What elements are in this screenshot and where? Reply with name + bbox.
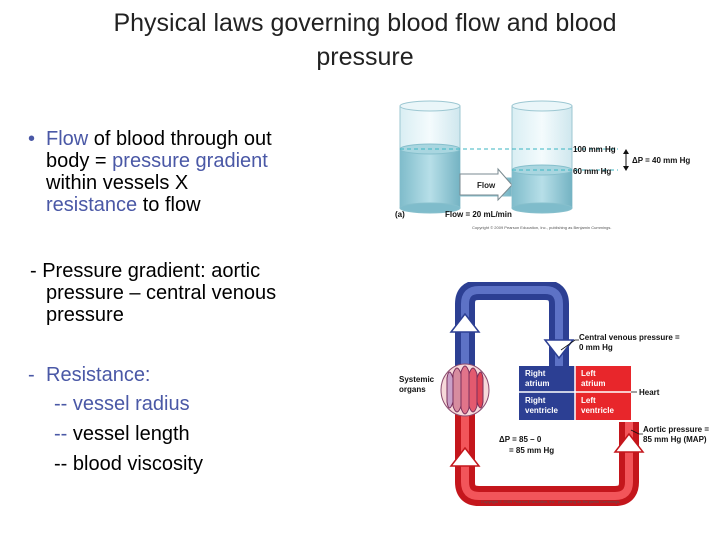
resistance-dash: - — [28, 364, 35, 386]
left-cylinder — [399, 100, 461, 214]
resistance-item-viscosity: -- blood viscosity — [54, 453, 203, 475]
figure-a-copyright: Copyright © 2009 Pearson Education, Inc.… — [472, 225, 611, 230]
left-atrium-label-2: atrium — [581, 379, 605, 388]
flow-arrow-label: Flow — [477, 181, 496, 190]
central-venous-label-1: Central venous pressure = — [579, 333, 680, 342]
figure-b-circulation: Right atrium Right ventricle Left atrium… — [399, 282, 709, 506]
page-title: Physical laws governing blood flow and b… — [40, 6, 690, 74]
left-ventricle — [575, 392, 631, 420]
delta-p-85-label-2: = 85 mm Hg — [509, 446, 554, 455]
heart-chambers: Right atrium Right ventricle Left atrium… — [519, 366, 631, 420]
bullet-dot-icon: • — [28, 128, 36, 150]
delta-arrow-icon — [623, 149, 629, 171]
left-ventricle-label-2: ventricle — [581, 406, 614, 415]
right-atrium-label-2: atrium — [525, 379, 549, 388]
resistance-item-length: -- vessel length — [54, 423, 190, 445]
right-ventricle — [519, 392, 575, 420]
systemic-label-1: Systemic — [399, 375, 435, 384]
arterial-arrow-up-right-icon — [613, 432, 645, 453]
central-venous-label-2: 0 mm Hg — [579, 343, 613, 352]
pg-line-2: pressure – central venous — [46, 282, 277, 304]
right-ventricle-label-2: ventricle — [525, 406, 558, 415]
arterial-arrow-up-icon — [449, 446, 481, 467]
right-atrium — [519, 366, 575, 392]
right-cylinder — [511, 100, 573, 214]
title-line-1: Physical laws governing blood flow and b… — [113, 9, 617, 37]
figure-a-cylinders: Flow 100 mm Hg 60 mm Hg ΔP = 40 mm Hg (a… — [395, 100, 690, 230]
pg-line-3: pressure — [46, 304, 124, 326]
aortic-label-1: Aortic pressure = — [643, 425, 709, 434]
venous-arrow-up-icon — [449, 312, 481, 333]
figure-b-copyright: Copyright © 2009 Pearson Education, Inc.… — [481, 499, 620, 504]
title-line-2: pressure — [316, 43, 414, 71]
text-within: within vessels X — [46, 172, 189, 194]
flow-rate-label: Flow = 20 mL/min — [445, 210, 512, 219]
text-of-blood: of blood through out — [93, 128, 272, 150]
word-flow: Flow — [46, 128, 89, 150]
resistance-item-radius: -- vessel radius — [54, 393, 190, 415]
systemic-organs-capillaries-icon — [440, 363, 490, 417]
delta-p-85-label-1: ΔP = 85 – 0 — [499, 435, 542, 444]
delta-p-label: ΔP = 40 mm Hg — [632, 156, 690, 165]
left-ventricle-label-1: Left — [581, 396, 596, 405]
right-atrium-label-1: Right — [525, 369, 546, 378]
hg-100-label: 100 mm Hg — [573, 145, 616, 154]
text-to-flow: to flow — [142, 194, 201, 216]
hg-60-label: 60 mm Hg — [573, 167, 611, 176]
flow-arrow: Flow — [459, 167, 513, 202]
right-ventricle-label-1: Right — [525, 396, 546, 405]
left-atrium-label-1: Left — [581, 369, 596, 378]
figure-a-label: (a) — [395, 210, 405, 219]
bullet-flow-text: Flow of blood through out body = pressur… — [46, 128, 356, 216]
leader-aortic — [630, 429, 643, 435]
venous-vessel — [449, 282, 575, 368]
word-resistance: resistance — [46, 194, 138, 216]
heart-label: Heart — [639, 388, 660, 397]
leader-central-venous — [560, 339, 579, 351]
bullet-pressure-gradient: - Pressure gradient: aortic pressure – c… — [28, 260, 358, 326]
resistance-label: Resistance: — [46, 364, 151, 386]
aortic-label-2: 85 mm Hg (MAP) — [643, 435, 707, 444]
venous-arrow-down-icon — [543, 339, 575, 360]
text-body: body = — [46, 150, 107, 172]
pg-line-1: - Pressure gradient: aortic — [30, 260, 261, 282]
arterial-vessel — [449, 412, 645, 506]
left-atrium — [575, 366, 631, 392]
word-pressure-gradient: pressure gradient — [112, 150, 268, 172]
systemic-label-2: organs — [399, 385, 426, 394]
